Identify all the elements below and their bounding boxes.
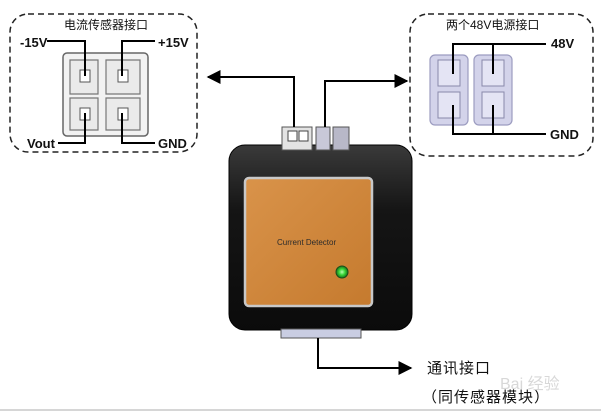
arrow-to-comm-label — [317, 338, 413, 375]
pin-label-48v: 48V — [551, 36, 575, 51]
bottom-divider — [0, 409, 601, 411]
current-sensor-connector-panel — [9, 13, 198, 153]
pin-label-vout: Vout — [27, 136, 55, 151]
four-pin-connector — [62, 52, 149, 137]
arrow-to-sensor-connector — [206, 70, 295, 127]
connection-arrows — [206, 70, 413, 375]
right-pin-leads — [452, 43, 546, 135]
two-pin-connectors — [429, 54, 513, 126]
status-led — [335, 265, 349, 279]
pin-label-gnd-left: GND — [158, 136, 187, 151]
left-dashed-frame — [9, 13, 198, 153]
bottom-comm-port — [280, 328, 362, 339]
power-connector-title: 两个48V电源接口 — [446, 18, 540, 32]
top-power-port-2 — [332, 126, 350, 151]
power-connector-panel — [409, 13, 594, 157]
device-label: Current Detector — [277, 238, 337, 247]
left-pin-leads — [47, 40, 155, 144]
top-power-port-1 — [315, 126, 331, 151]
current-detector-device — [228, 126, 413, 339]
pin-label-plus15v: +15V — [158, 35, 189, 50]
arrow-to-power-connector — [324, 74, 409, 127]
comm-port-label: 通讯接口 — [427, 360, 492, 377]
pin-label-gnd-right: GND — [550, 127, 579, 142]
comm-port-note: （同传感器模块） — [422, 389, 551, 406]
watermark: Bai 经验 — [500, 376, 560, 393]
right-dashed-frame — [409, 13, 594, 157]
pin-label-minus15v: -15V — [20, 35, 48, 50]
sensor-connector-title: 电流传感器接口 — [64, 18, 149, 32]
